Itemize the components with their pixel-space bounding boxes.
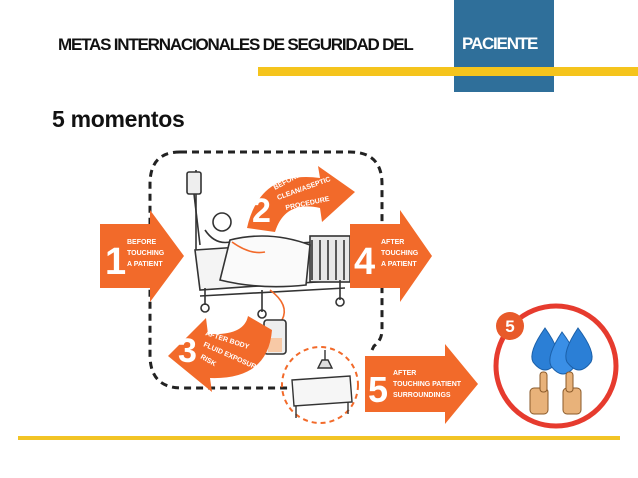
moment-5-number: 5 [368, 369, 388, 410]
moment-2-arrow: 2 BEFORE CLEAN/ASEPTIC PROCEDURE [247, 166, 355, 232]
moment-4-line-3: A PATIENT [381, 261, 417, 268]
badge-number-circle [496, 312, 524, 340]
moment-1-line-3: A PATIENT [127, 261, 163, 268]
moment-4-line-1: AFTER [381, 239, 404, 246]
footer-yellow-bar [18, 436, 620, 440]
page-title: METAS INTERNACIONALES DE SEGURIDAD DEL [58, 34, 414, 56]
thumbs-up-icon [529, 371, 582, 415]
moment-4-arrow: 4 AFTER TOUCHING A PATIENT [350, 210, 432, 302]
moment-5-line-2: TOUCHING PATIENT [393, 381, 462, 388]
badge-number: 5 [505, 317, 514, 336]
moment-5-line-3: SURROUNDINGS [393, 392, 451, 399]
patient-bed-illustration [186, 170, 351, 355]
moment-1-line-1: BEFORE [127, 239, 157, 246]
moment-5-line-1: AFTER [393, 370, 416, 377]
moment-2-number: 2 [252, 192, 271, 230]
surroundings-bed-illustration [281, 346, 359, 424]
subtitle: 5 momentos [52, 106, 185, 132]
header-yellow-bar [258, 67, 638, 76]
moment-1-line-2: TOUCHING [127, 250, 165, 257]
moment-4-number: 4 [354, 241, 375, 283]
moment-3-arrow: 3 AFTER BODY FLUID EXPOSURE RISK [168, 316, 272, 392]
five-badge: 5 [493, 303, 619, 429]
moment-1-number: 1 [105, 241, 126, 283]
moment-3-number: 3 [178, 332, 197, 370]
dashed-outline-left [148, 150, 290, 390]
moment-1-arrow: 1 BEFORE TOUCHING A PATIENT [100, 210, 184, 302]
title-accent: PACIENTE [462, 34, 538, 53]
title-main: METAS INTERNACIONALES DE SEGURIDAD DEL [58, 35, 414, 54]
moment-4-line-2: TOUCHING [381, 250, 419, 257]
moment-5-arrow: 5 AFTER TOUCHING PATIENT SURROUNDINGS [365, 344, 478, 424]
water-drop-icon [565, 327, 593, 371]
title-accent-box [454, 0, 554, 92]
